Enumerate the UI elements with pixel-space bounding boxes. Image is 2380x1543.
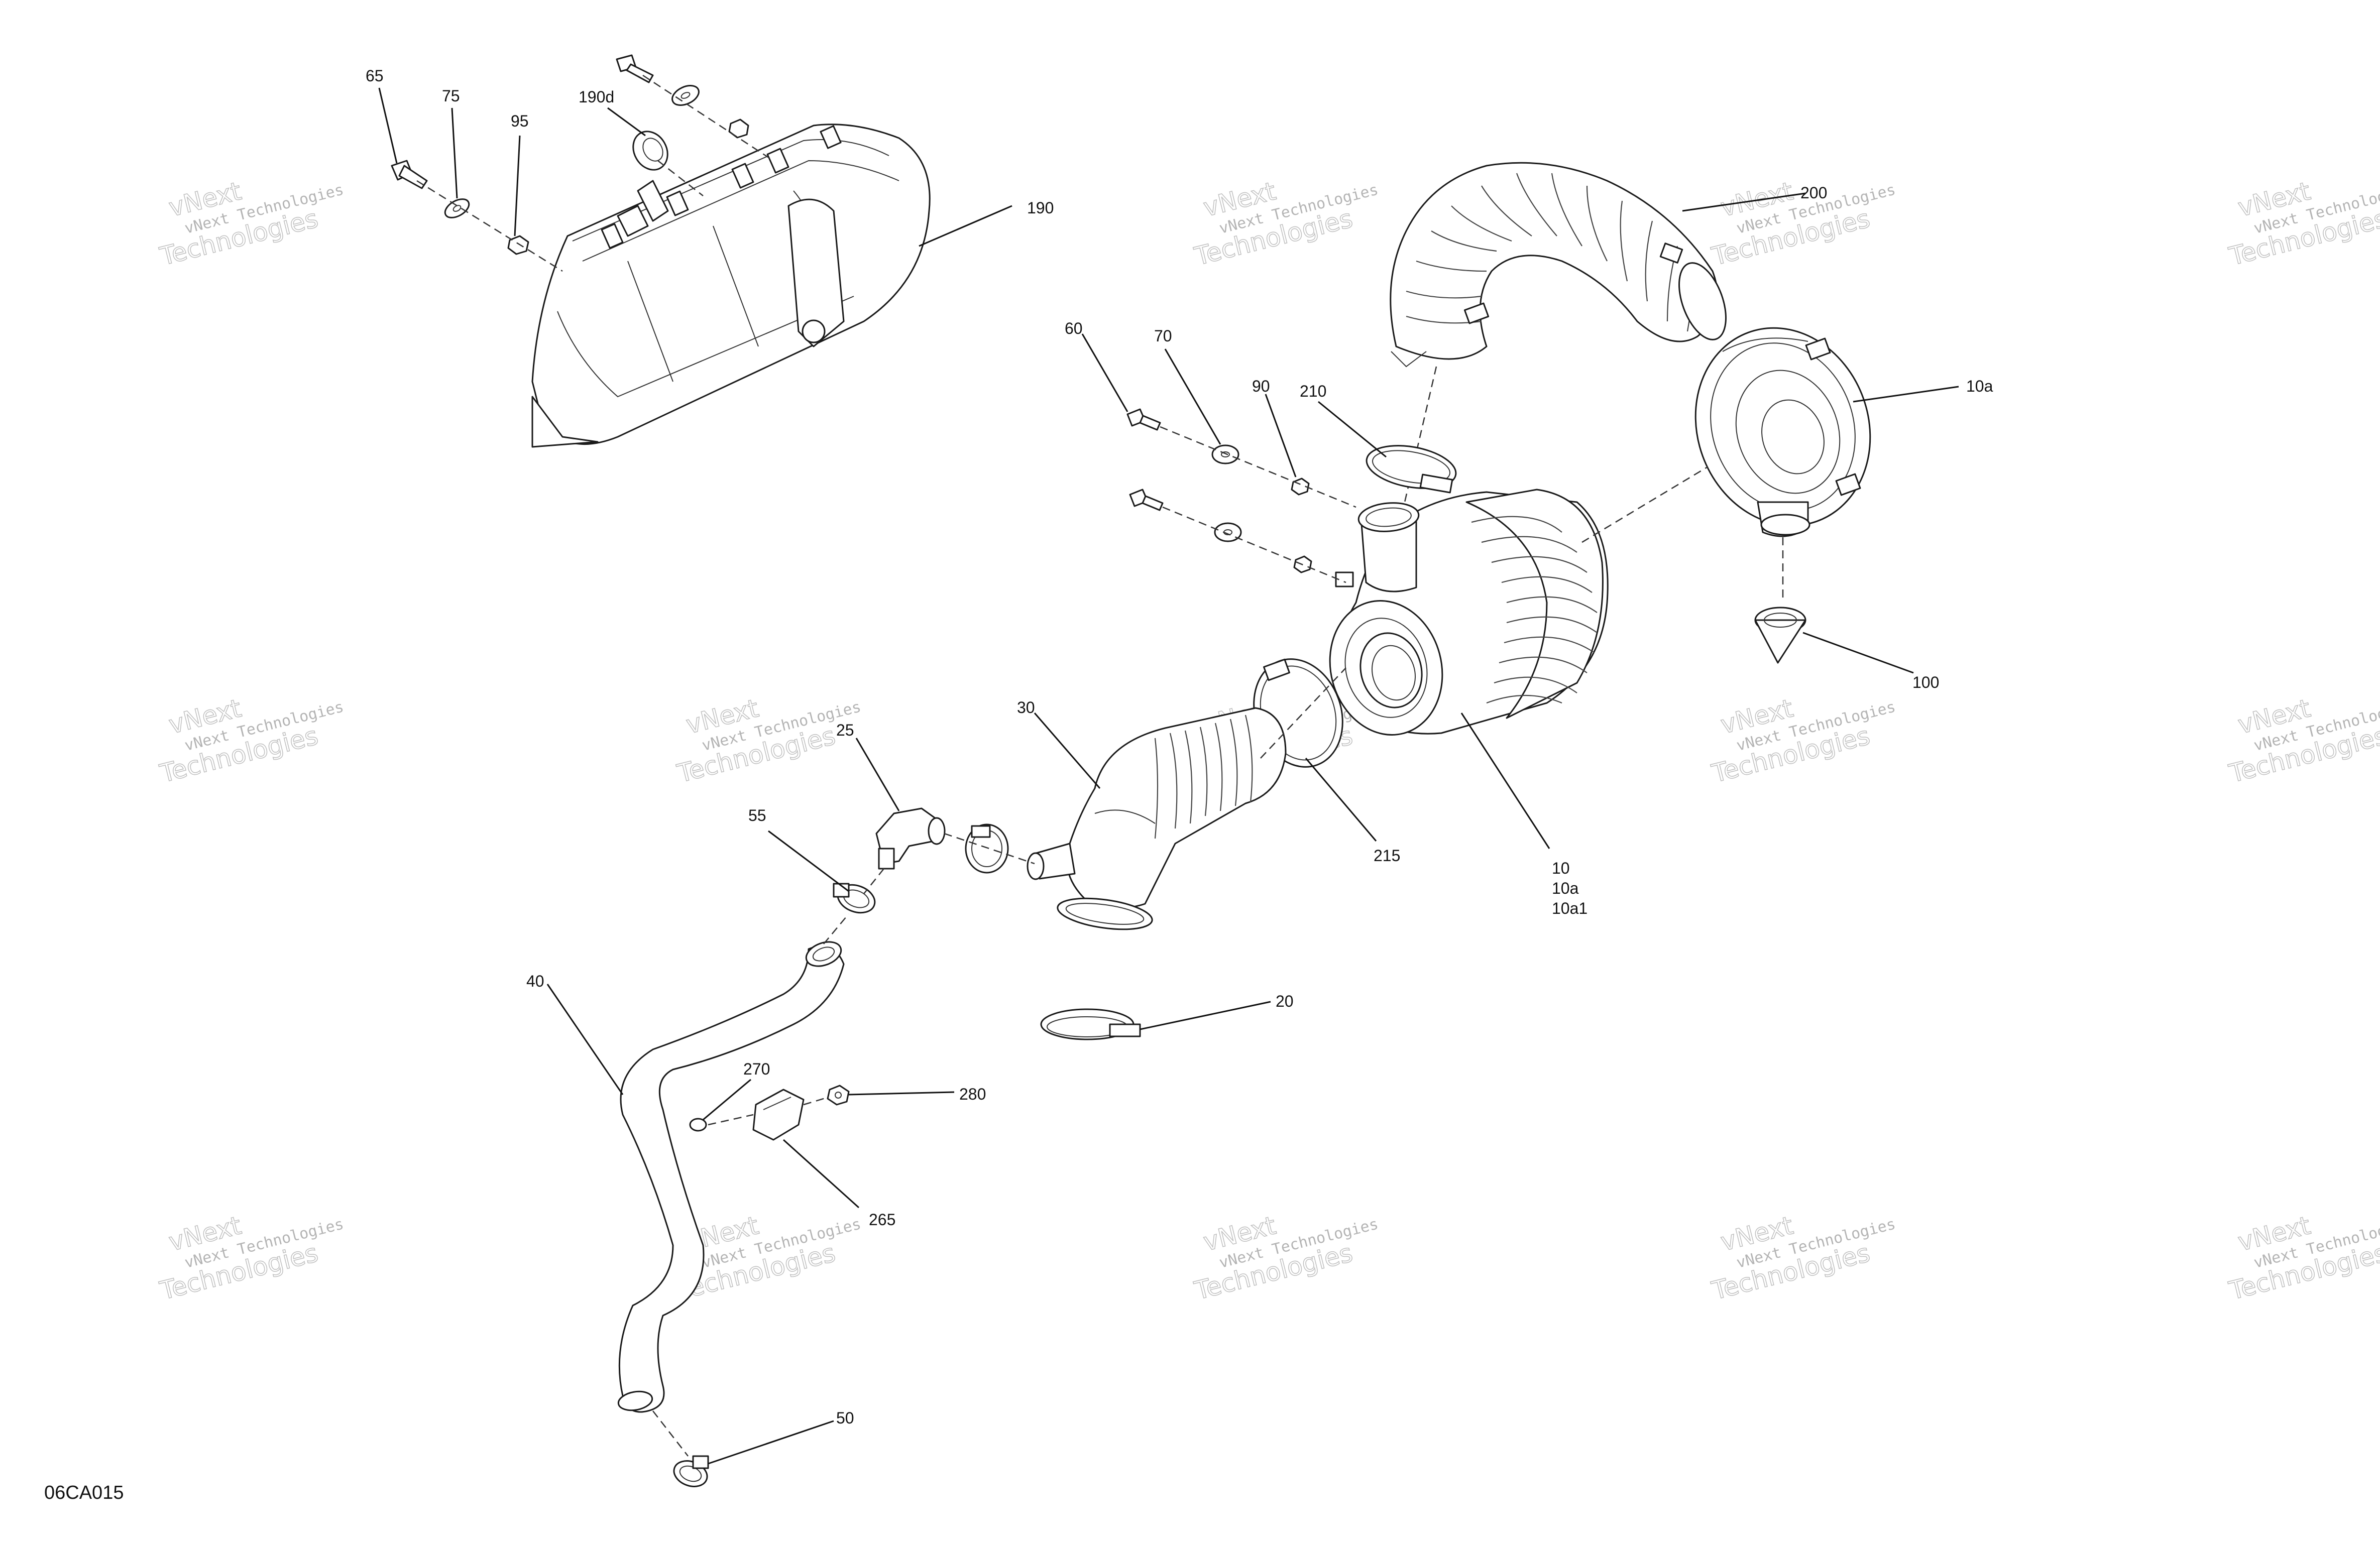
assembly-line <box>1400 366 1437 518</box>
assembly-line <box>416 180 563 272</box>
watermark: vNext vNext Technologies Technologies <box>157 693 346 788</box>
assembly-line <box>657 160 704 196</box>
fastener-60-screw-lower <box>1129 489 1164 511</box>
assembly-line <box>652 1410 689 1457</box>
callout-60: 60 <box>1065 319 1083 337</box>
callout-190: 190 <box>1027 199 1054 217</box>
leader-lines <box>378 87 1959 1465</box>
airbox-cover-part <box>531 124 931 448</box>
fitting-270 <box>689 1118 707 1132</box>
washer-75 <box>444 198 470 218</box>
callout-200: 200 <box>1800 184 1827 202</box>
washer-70-upper <box>1211 444 1239 464</box>
callout-280: 280 <box>959 1085 986 1103</box>
callout-90: 90 <box>1252 377 1270 395</box>
watermark: vNext vNext Technologies Technologies <box>2226 176 2380 271</box>
callout-10a-cover: 10a <box>1966 377 1993 395</box>
callout-210: 210 <box>1300 382 1326 400</box>
callout-25: 25 <box>836 721 854 739</box>
nut-95 <box>507 235 529 255</box>
callout-40: 40 <box>526 972 544 990</box>
assembly-line <box>803 1096 829 1106</box>
callout-10: 10 <box>1552 859 1570 877</box>
elbow-fitting-25 <box>875 807 946 870</box>
washer-top <box>671 85 700 106</box>
watermark: vNext vNext Technologies Technologies <box>157 176 346 271</box>
intake-hose-200 <box>1390 162 1727 368</box>
assembly-line <box>944 833 1035 865</box>
callout-10a1: 10a1 <box>1552 899 1588 917</box>
callout-70: 70 <box>1154 327 1172 345</box>
watermark: vNext vNext Technologies Technologies <box>1191 176 1380 271</box>
grommet-190d <box>632 131 668 171</box>
watermark: vNext vNext Technologies Technologies <box>157 1210 346 1305</box>
assembly-line <box>863 868 884 894</box>
figure-code: 06CA015 <box>44 1482 124 1503</box>
watermark: vNext vNext Technologies Technologies <box>2226 693 2380 788</box>
callout-100: 100 <box>1912 673 1939 691</box>
callout-270: 270 <box>743 1060 770 1078</box>
callout-190d: 190d <box>579 88 614 106</box>
callout-95: 95 <box>511 112 529 130</box>
fastener-60-screw-upper <box>1126 408 1161 431</box>
callout-30: 30 <box>1017 698 1035 717</box>
callout-75: 75 <box>442 87 460 105</box>
watermark: vNext vNext Technologies Technologies <box>2226 1210 2380 1305</box>
hose-40 <box>617 941 845 1413</box>
assembly-line <box>1260 667 1346 759</box>
callout-65: 65 <box>366 67 384 85</box>
washer-70-lower <box>1214 522 1242 542</box>
nut-top <box>728 118 749 139</box>
assembly-line <box>1162 506 1346 583</box>
filter-cover-10a <box>1694 327 1871 537</box>
callout-labels: 65 75 95 190d 190 200 60 70 90 210 10a 1… <box>366 67 1993 1427</box>
assembly-line <box>708 1114 754 1126</box>
bracket-265 <box>752 1089 805 1141</box>
watermark: vNext vNext Technologies Technologies <box>1709 176 1897 271</box>
nut-280 <box>827 1085 850 1106</box>
watermark: vNext vNext Technologies Technologies <box>1709 1210 1897 1305</box>
watermark: vNext vNext Technologies Technologies <box>1709 693 1897 788</box>
watermark: vNext vNext Technologies Technologies <box>1191 1210 1380 1305</box>
assembly-line <box>823 913 849 944</box>
clamp-210 <box>1366 445 1457 494</box>
clamp-20 <box>1040 1008 1141 1040</box>
callout-10a: 10a <box>1552 879 1579 897</box>
air-filter-housing-10 <box>1329 489 1609 736</box>
valve-100 <box>1754 607 1806 664</box>
assembly-line <box>1581 466 1708 543</box>
outlet-duct-30 <box>1027 707 1287 930</box>
callout-265: 265 <box>869 1211 895 1229</box>
callout-20: 20 <box>1276 992 1294 1010</box>
assembly-line <box>1160 426 1356 508</box>
callout-55: 55 <box>748 806 766 824</box>
callout-50: 50 <box>836 1409 854 1427</box>
small-clamp <box>965 823 1009 874</box>
clamp-50 <box>673 1455 709 1487</box>
callout-215: 215 <box>1374 847 1400 865</box>
